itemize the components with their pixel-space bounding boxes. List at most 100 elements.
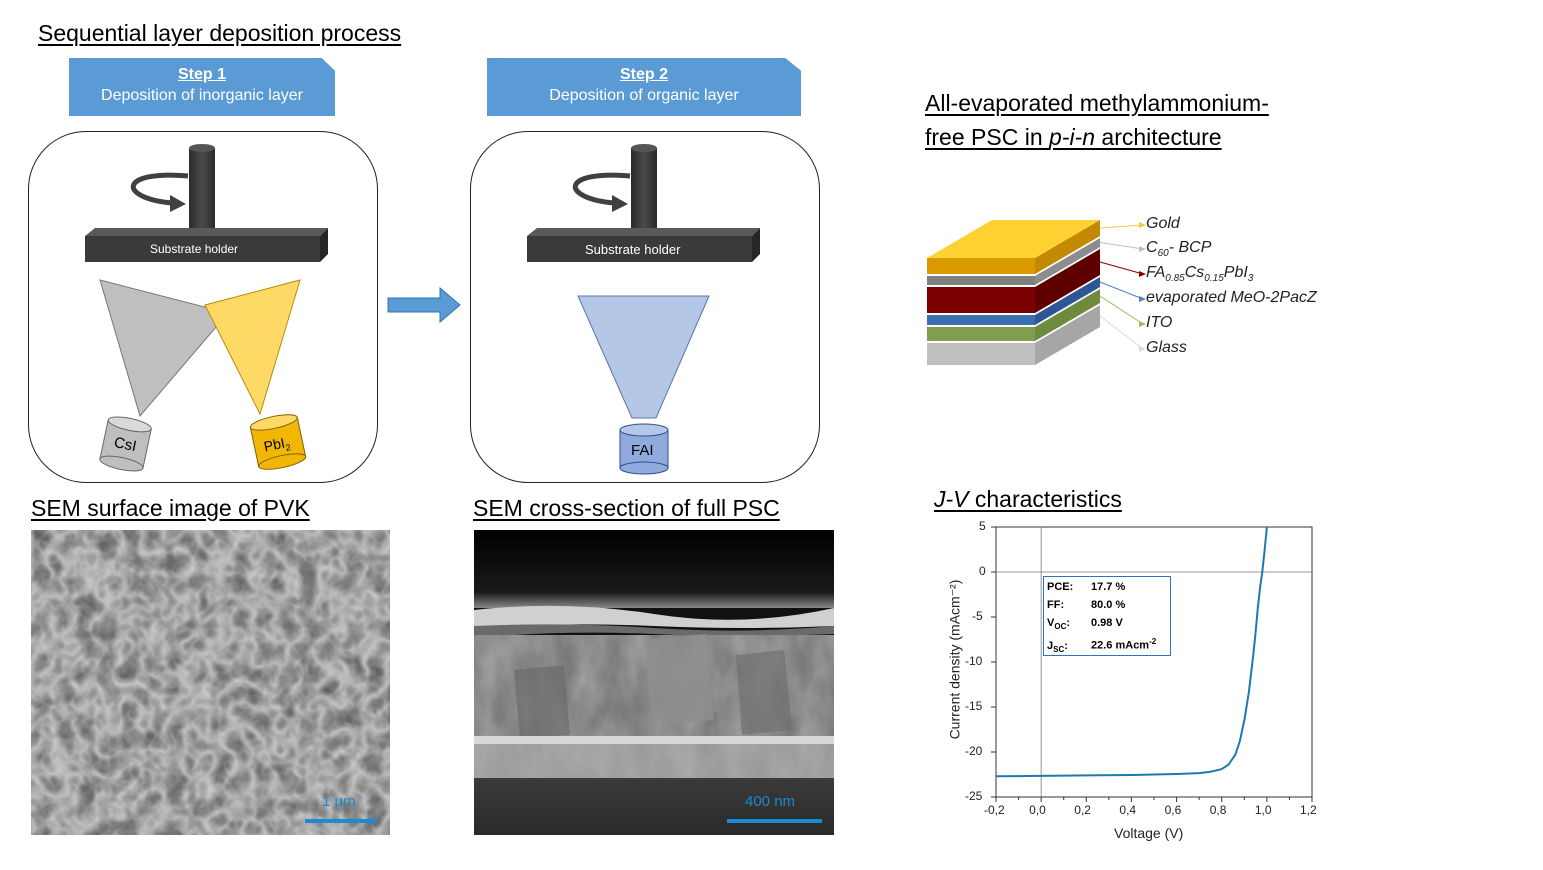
step1-tab: Step 1 Deposition of inorganic layer [69,58,335,116]
stack-layer-gold-front [927,258,1035,274]
jv-heading-rest: characteristics [968,486,1122,512]
metric-jsc-key-main: J [1047,639,1054,652]
metric-pce-key: PCE: [1047,581,1074,593]
metric-jsc-value: 22.6 mAcm [1091,639,1150,652]
sem-surface-image [31,530,390,835]
stack-leader-meo [1099,281,1144,300]
step1-subtitle: Deposition of inorganic layer [101,87,303,104]
fai-plume [577,295,710,419]
stack-label-meo: evaporated MeO-2PacZ [1146,289,1317,306]
stack-layer-glass-side [1035,305,1100,365]
csi-plume [99,279,229,418]
jv-xtick-label: 1,2 [1300,803,1317,817]
jv-ytick-label: -20 [965,744,983,758]
step2-substrate-holder-graphic [527,144,760,262]
step1-holder-label: Substrate holder [150,242,239,256]
jv-xtick-label: 0,8 [1209,803,1227,817]
device-heading: All-evaporated methylammonium- free PSC … [925,86,1269,154]
stack-leader-c60-arrowhead [1139,246,1146,252]
stack-layer-ito-side [1035,289,1100,341]
pbi2-crucible [249,414,307,470]
metric-jsc-key: JSC: [1047,638,1091,658]
fai-crucible [619,423,669,475]
jv-xtick-label: 0,0 [1029,803,1046,817]
device-heading-line2-em: p-i-n [1049,124,1096,150]
jv-ytick-label: -10 [965,654,983,668]
stack-label-c60: C60- BCP [1146,239,1212,260]
jv-ytick-label: -25 [965,789,983,803]
step1-substrate-holder-graphic [85,144,328,262]
metric-jsc-key-sub: SC [1053,644,1065,654]
jv-xtick-label: 0,4 [1119,803,1137,817]
metric-voc-key-sub: OC [1054,622,1067,632]
process-heading: Sequential layer deposition process [38,20,402,46]
stack-layer-meo-front [927,315,1035,325]
stack-leader-meo-arrowhead [1139,296,1146,302]
jv-xtick-label: 0,6 [1164,803,1182,817]
stack-label-ito: ITO [1146,314,1173,331]
step1-rotation-icon [130,172,189,212]
pbi2-plume [204,279,301,416]
device-stack [927,220,1146,365]
jv-xtick-label: 1,0 [1254,803,1272,817]
metric-jsc: JSC:22.6 mAcm-2 [1047,634,1156,654]
jv-heading: J-V characteristics [934,486,1122,513]
stack-leader-ito [1099,295,1144,325]
process-arrow [387,286,461,324]
metric-pce: PCE: 17.7 % [1047,579,1125,595]
stack-leader-glass-arrowhead [1139,346,1146,352]
step2-title: Step 2 [619,66,668,83]
stack-leader-ito-arrowhead [1139,321,1146,327]
stack-leader-c60 [1099,242,1144,250]
metric-ff: FF:80.0 % [1047,597,1125,613]
jv-ytick-label: 0 [979,564,986,578]
stack-layer-perovskite-side [1035,249,1100,313]
jv-xtick-label: -0,2 [984,803,1005,817]
stack-leader-glass [1099,315,1144,350]
stack-layer-c60-front [927,276,1035,285]
step2-tab: Step 2 Deposition of organic layer [487,58,801,116]
stack-layer-perovskite-front [927,287,1035,313]
device-heading-line2-post: architecture [1095,124,1222,150]
metric-ff-key: FF: [1047,599,1065,611]
sem-cross-image [474,530,834,835]
stack-layer-gold-top [927,220,1100,258]
jv-plot-frame [995,526,1313,798]
stack-label-glass: Glass [1146,339,1187,356]
metric-voc-value: 0.98 V [1091,617,1123,629]
csi-crucible [99,416,152,472]
jv-ticks [991,526,1313,802]
stack-label-gold: Gold [1146,215,1180,232]
stack-layer-c60-side [1035,238,1100,285]
jv-ytick-label: -5 [972,609,983,623]
stack-leader-perovskite [1099,261,1144,275]
stack-label-perovskite: FA0.85Cs0.15PbI3 [1146,264,1254,285]
step2-rotation-icon [572,172,631,212]
stack-layer-gold-side [1035,220,1100,274]
sem-surface-scalebar [305,819,377,823]
step2-subtitle: Deposition of organic layer [549,87,739,104]
stack-layer-ito-front [927,327,1035,341]
fai-label: FAI [631,442,654,459]
jv-xtick-label: 0,2 [1074,803,1091,817]
stack-layer-meo-side [1035,277,1100,325]
sem-cross-scalebar [727,819,822,823]
device-heading-line1: All-evaporated methylammonium- [925,90,1269,116]
jv-ylabel: Current density (mAcm⁻²) [946,579,963,740]
metric-voc: VOC:0.98 V [1047,615,1123,631]
sem-surface-scale-label: 1 μm [322,793,356,810]
step2-holder-label: Substrate holder [585,242,681,257]
jv-ytick-label: -15 [965,699,983,713]
jv-ytick-label: 5 [979,519,986,533]
sem-surface-heading: SEM surface image of PVK [31,495,310,521]
stack-layer-glass-front [927,343,1035,365]
metric-pce-value: 17.7 % [1091,581,1126,593]
stack-leader-gold [1099,224,1144,229]
jv-zero-lines [996,527,1312,797]
jv-heading-em: J-V [934,486,969,512]
jv-metrics-box: PCE: 17.7 % FF:80.0 % VOC:0.98 V JSC:22.6… [1043,576,1171,656]
metric-voc-key-main: V [1047,617,1055,629]
device-heading-line2-pre: free PSC in [925,124,1049,150]
sem-cross-scale-label: 400 nm [745,793,796,810]
